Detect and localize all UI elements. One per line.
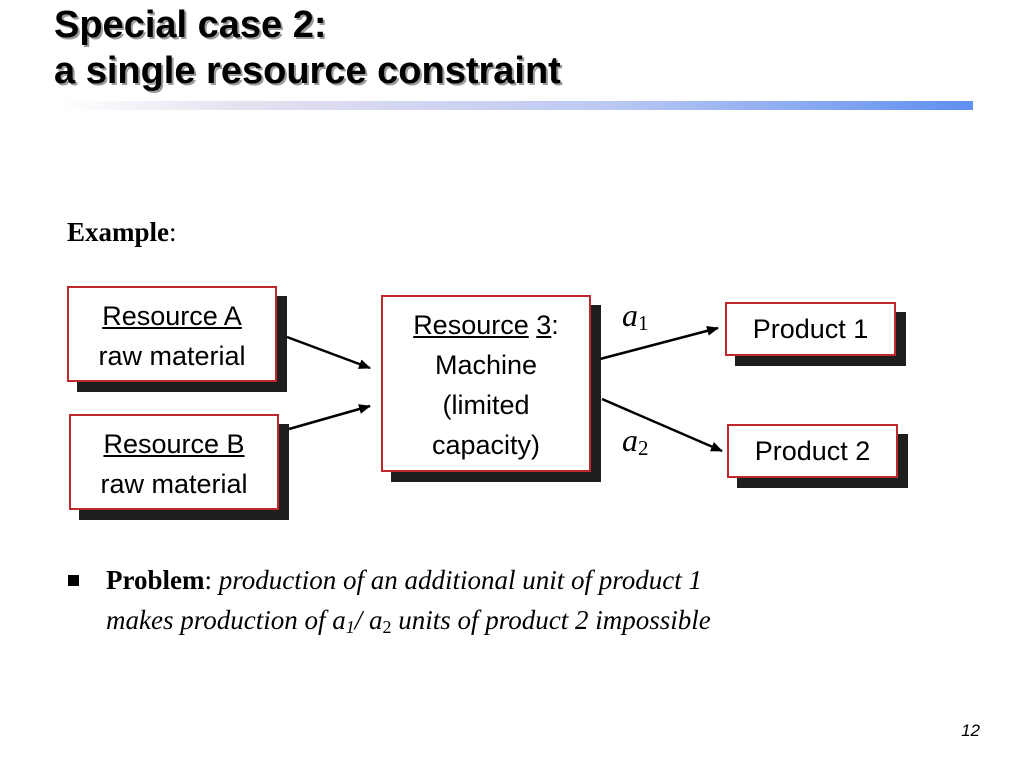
resource-3-limited: (limited (442, 390, 530, 420)
resource-a-box: Resource A raw material (67, 286, 277, 382)
arrow-machine-to-product-1 (599, 325, 719, 361)
problem-text-part2: makes production of a (106, 605, 346, 635)
arrow-resource-b-to-machine (288, 404, 371, 431)
example-label-colon: : (169, 217, 177, 247)
slide-title: Special case 2: a single resource constr… (54, 2, 561, 94)
problem-bullet-text: Problem: production of an additional uni… (106, 560, 946, 640)
bullet-square-icon (68, 575, 79, 586)
problem-text-part1: production of an additional unit of prod… (218, 565, 702, 595)
product-2-box: Product 2 (727, 424, 898, 478)
title-underline-bar (56, 101, 973, 110)
arrow-machine-to-product-2 (601, 397, 723, 453)
problem-colon: : (204, 565, 212, 595)
problem-slash: / a (354, 605, 383, 635)
arrow-label-a2: a2 (622, 422, 649, 466)
resource-a-desc: raw material (98, 341, 246, 371)
arrow-label-a2-sub: 2 (638, 436, 649, 460)
problem-bold: Problem (106, 565, 205, 595)
arrow-label-a1: a1 (622, 297, 649, 341)
arrow-resource-a-to-machine (286, 335, 371, 370)
problem-sub2: 2 (382, 617, 392, 637)
title-line-1: Special case 2: (54, 4, 327, 46)
arrow-label-a2-var: a (622, 422, 638, 458)
resource-3-colon: : (551, 310, 559, 340)
resource-3-heading: Resource 3: (383, 305, 589, 345)
example-label-bold: Example (67, 217, 170, 247)
resource-3-name: Resource (413, 310, 529, 340)
resource-3-machine: Machine (434, 350, 538, 380)
page-number: 12 (961, 721, 980, 740)
resource-b-box: Resource B raw material (69, 414, 279, 510)
resource-3-machine-box: Resource 3: Machine (limited capacity) (381, 295, 591, 472)
resource-3-capacity: capacity) (431, 430, 541, 460)
example-label: Example: (67, 215, 177, 249)
problem-text-part3: units of product 2 impossible (398, 605, 711, 635)
title-line-2: a single resource constraint (54, 50, 561, 92)
resource-b-name: Resource B (103, 429, 245, 459)
resource-a-name: Resource A (102, 301, 242, 331)
product-1-label: Product 1 (752, 314, 869, 344)
arrow-label-a1-sub: 1 (638, 311, 649, 335)
product-1-box: Product 1 (725, 302, 896, 356)
problem-sub1: 1 (345, 617, 355, 637)
arrow-label-a1-var: a (622, 297, 638, 333)
resource-b-desc: raw material (100, 469, 248, 499)
product-2-label: Product 2 (754, 436, 871, 466)
resource-3-number: 3 (536, 310, 552, 340)
